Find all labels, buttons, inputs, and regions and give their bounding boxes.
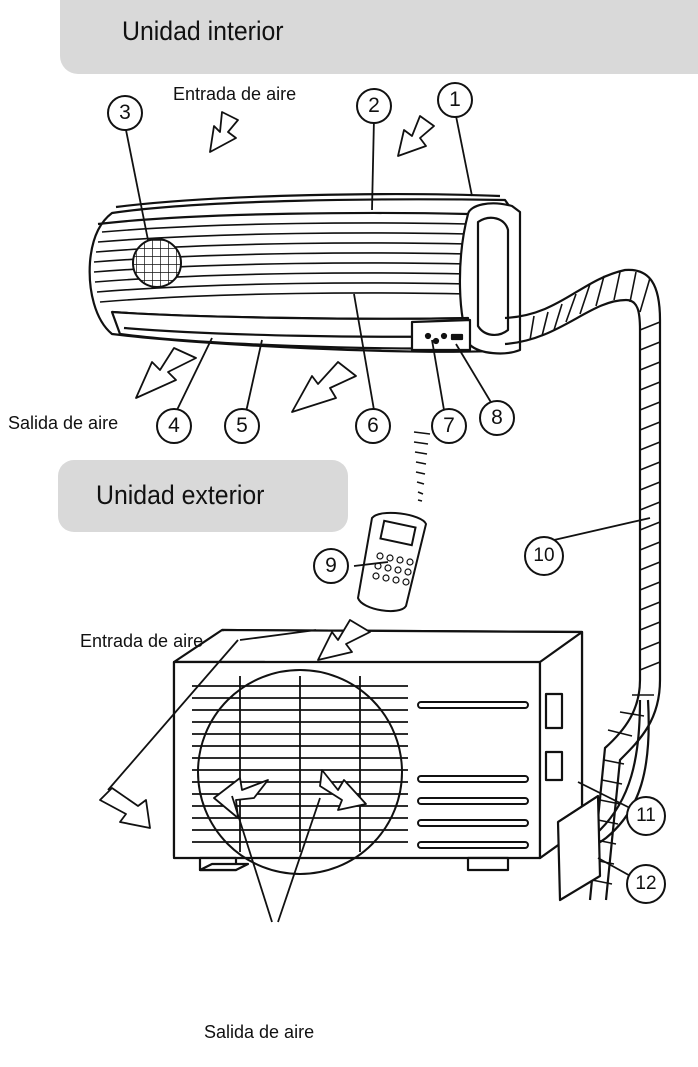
indoor-inlet-arrows — [209, 111, 435, 157]
indoor-unit-title: Unidad interior — [122, 16, 284, 46]
callout-7: 7 — [431, 408, 467, 444]
outdoor-side-vents — [417, 701, 529, 849]
callout-11: 11 — [626, 796, 666, 836]
outdoor-outlet-arrows — [213, 769, 367, 819]
outdoor-inlet-arrows — [99, 619, 371, 829]
indoor-grille — [132, 238, 182, 288]
outdoor-air-inlet-label: Entrada de aire — [80, 631, 204, 651]
indoor-unit — [88, 193, 522, 355]
outdoor-unit — [172, 628, 602, 902]
outdoor-air-outlet-label: Salida de aire — [204, 1022, 315, 1042]
callout-3: 3 — [107, 95, 143, 131]
indoor-air-inlet-label: Entrada de aire — [173, 84, 297, 104]
callout-10: 10 — [524, 536, 564, 576]
callout-8: 8 — [479, 400, 515, 436]
outdoor-unit-title: Unidad exterior — [96, 480, 265, 510]
leader-lines — [107, 115, 651, 923]
callout-4: 4 — [156, 408, 192, 444]
callout-12: 12 — [626, 864, 666, 904]
callout-1: 1 — [437, 82, 473, 118]
indoor-air-outlet-label: Salida de aire — [8, 413, 119, 433]
indoor-unit-header — [60, 0, 698, 74]
callout-2: 2 — [356, 88, 392, 124]
remote-control — [356, 431, 431, 613]
outdoor-unit-header — [58, 460, 348, 532]
outdoor-fan-grille — [192, 669, 408, 875]
callout-6: 6 — [355, 408, 391, 444]
callout-5: 5 — [224, 408, 260, 444]
callout-9: 9 — [313, 548, 349, 584]
indoor-outlet-arrows — [135, 347, 357, 413]
